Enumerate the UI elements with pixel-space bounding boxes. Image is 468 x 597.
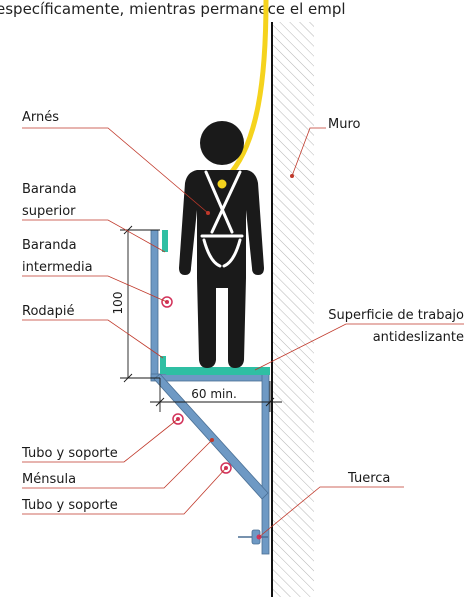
worker-head [200, 121, 244, 165]
leader-endpoints [206, 174, 294, 442]
label-harness: Arnés [22, 110, 59, 125]
label-tube-support-2: Tubo y soporte [21, 498, 118, 513]
work-platform [166, 367, 270, 375]
label-work-surface-1: Superficie de trabajo [328, 308, 464, 323]
harness-d-ring [216, 178, 228, 190]
platform-width-label: 60 min. [191, 387, 237, 401]
label-bracket: Ménsula [22, 472, 76, 487]
toeboard [160, 356, 166, 374]
label-mid-rail-2: intermedia [22, 260, 93, 275]
platform-beam [150, 373, 267, 382]
worker-body [179, 170, 264, 368]
scaffold-frame [150, 229, 270, 555]
label-top-rail-1: Baranda [22, 182, 77, 197]
bracket-diagonal [153, 373, 269, 500]
wall [271, 22, 314, 597]
harness [200, 170, 244, 268]
label-tube-support-1: Tubo y soporte [21, 446, 118, 461]
safety-rope [219, 0, 269, 185]
label-top-rail-2: superior [22, 204, 76, 219]
label-mid-rail-1: Baranda [22, 238, 77, 253]
worker-silhouette-icon [179, 121, 264, 368]
callout-labels: Arnés Muro Baranda superior Baranda inte… [21, 110, 464, 513]
label-wall: Muro [328, 117, 361, 132]
header-fragment: específicamente, mientras permanece el e… [0, 0, 346, 18]
wall-hatch [272, 22, 314, 597]
leader-lines [22, 127, 464, 538]
top-rail [162, 230, 168, 252]
teal-parts [160, 230, 270, 375]
label-work-surface-2: antideslizante [373, 330, 464, 345]
guardrail-post [150, 229, 159, 381]
label-nut: Tuerca [347, 471, 390, 486]
bracket-vertical [261, 373, 270, 555]
dimension-lines [120, 225, 282, 412]
guardrail-height-label: 100 [111, 292, 125, 315]
label-toeboard: Rodapié [22, 304, 74, 319]
